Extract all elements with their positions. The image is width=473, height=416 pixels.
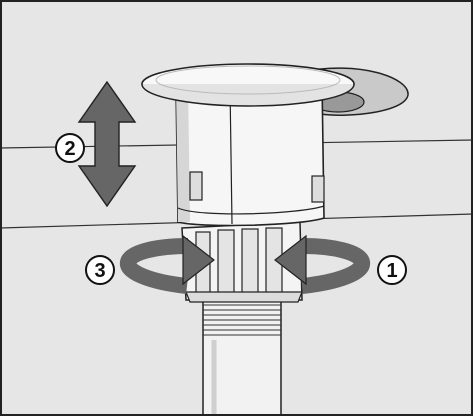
step-marker-3: 3 [85, 255, 115, 285]
step-number-3: 3 [94, 260, 105, 282]
rotate-outward-arrow-icon [120, 234, 215, 294]
housing-clip-left [189, 171, 203, 201]
vertical-double-arrow-icon [77, 80, 137, 208]
filter-housing [175, 79, 325, 227]
filter-cap [141, 63, 355, 107]
step-marker-2: 2 [55, 133, 85, 163]
housing-clip-right [311, 175, 325, 203]
pipe-threads [203, 304, 281, 336]
rotate-inward-arrow-icon [274, 234, 370, 294]
step-marker-1: 1 [377, 255, 407, 285]
step-number-2: 2 [64, 138, 75, 160]
step-number-1: 1 [386, 260, 397, 282]
pipe [202, 299, 282, 416]
